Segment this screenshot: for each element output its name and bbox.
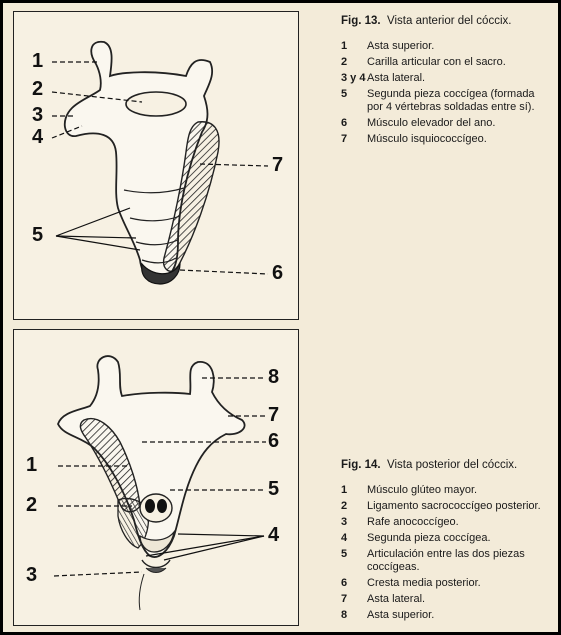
coccyx-posterior-illustration xyxy=(53,355,266,611)
callout-1: 1 xyxy=(32,50,44,72)
callout-5: 5 xyxy=(268,478,280,500)
callout-2: 2 xyxy=(26,494,38,516)
figure-13-anterior-view: 1 2 3 4 5 6 7 xyxy=(13,11,299,320)
figure-14-posterior-view: 1 2 3 4 5 6 7 8 xyxy=(13,329,299,626)
callout-8: 8 xyxy=(268,366,280,388)
figure-14-label: Fig. 14. xyxy=(341,459,381,471)
callout-7: 7 xyxy=(268,404,280,426)
callout-4: 4 xyxy=(268,524,280,546)
callout-5: 5 xyxy=(32,224,44,246)
callout-7: 7 xyxy=(272,154,284,176)
coccyx-anterior-illustration xyxy=(51,40,269,285)
figure-13-title-text: Vista anterior del cóccix. xyxy=(387,15,512,27)
figure-14-title: Fig. 14. Vista posterior del cóccix. xyxy=(341,459,546,472)
callout-3: 3 xyxy=(26,564,38,586)
figure-14-title-text: Vista posterior del cóccix. xyxy=(387,459,518,471)
coccyx-bone-shape-posterior xyxy=(57,355,246,558)
figure-13-title: Fig. 13. Vista anterior del cóccix. xyxy=(341,15,546,28)
callout-3: 3 xyxy=(32,104,44,126)
callout-4: 4 xyxy=(32,126,44,148)
muscle-ischiococcygeus xyxy=(162,121,220,272)
callout-2: 2 xyxy=(32,78,44,100)
callout-6: 6 xyxy=(272,262,284,284)
callout-6: 6 xyxy=(268,430,280,452)
articular-facet xyxy=(125,91,187,117)
callout-1: 1 xyxy=(26,454,38,476)
muscle-levator-ani xyxy=(141,261,181,285)
figure-13-label: Fig. 13. xyxy=(341,15,381,27)
